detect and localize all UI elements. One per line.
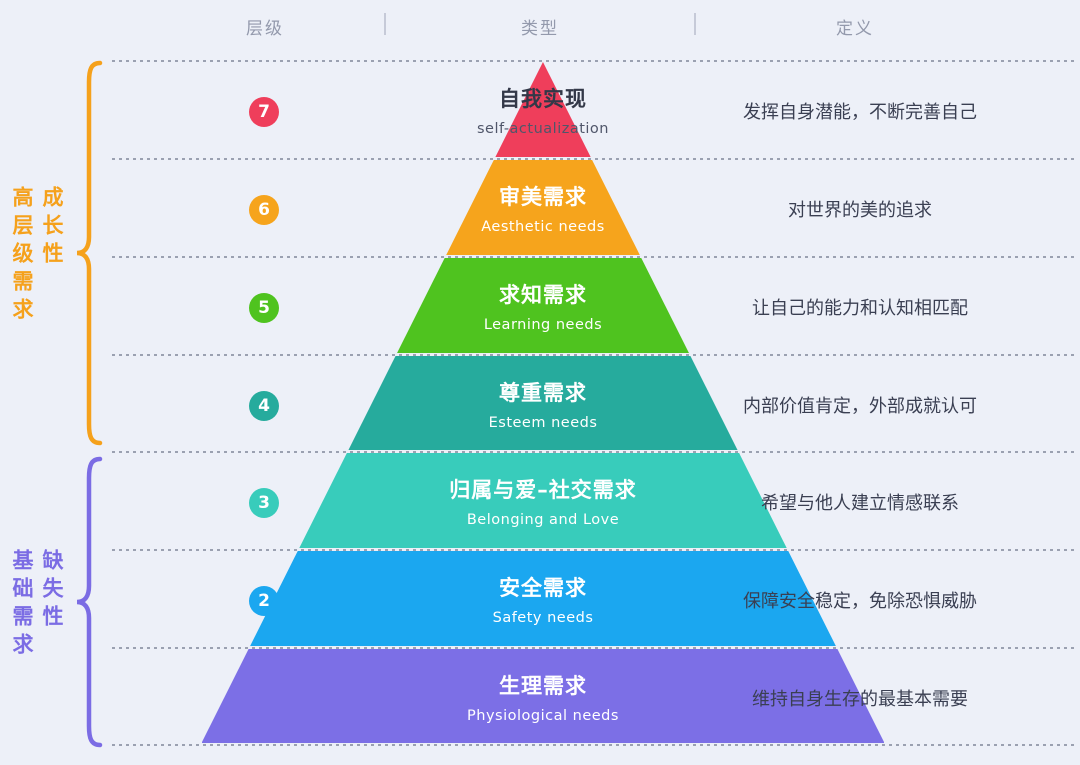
pyramid-level-2-shape [250, 551, 836, 646]
level-3-title: 归属与爱–社交需求 [449, 478, 637, 502]
level-6-title: 审美需求 [499, 185, 587, 209]
pyramid-level-1-shape [201, 649, 885, 743]
level-3-subtitle: Belonging and Love [466, 512, 620, 528]
level-5-title: 求知需求 [499, 283, 587, 307]
pyramid-level-5-shape [397, 258, 689, 353]
header-divider [694, 13, 696, 35]
dashed-divider [112, 451, 1076, 453]
level-2-title: 安全需求 [499, 576, 587, 600]
level-1-subtitle: Physiological needs [467, 708, 619, 724]
level-7-title: 自我实现 [499, 87, 587, 111]
dashed-divider [112, 744, 1076, 746]
level-7-subtitle: self-actualization [477, 121, 609, 137]
level-7-definition: 发挥自身潜能，不断完善自己 [743, 102, 977, 123]
level-6-badge: 6 [249, 195, 279, 225]
growth-label-secondary: 成长性 [40, 186, 64, 270]
level-3-badge: 3 [249, 488, 279, 518]
header-col-type: 类型 [521, 19, 559, 39]
pyramid-level-4-shape [348, 356, 738, 450]
pyramid-level-3-shape [299, 453, 787, 548]
level-5-subtitle: Learning needs [483, 317, 603, 333]
level-3-definition: 希望与他人建立情感联系 [761, 493, 959, 514]
level-4-badge: 4 [249, 391, 279, 421]
level-2-definition: 保障安全稳定，免除恐惧威胁 [743, 591, 977, 612]
dashed-divider [112, 647, 1076, 649]
level-6-definition: 对世界的美的追求 [788, 200, 932, 221]
header-divider [384, 13, 386, 35]
level-4-title: 尊重需求 [499, 381, 587, 405]
level-2-subtitle: Safety needs [492, 610, 594, 626]
level-6-subtitle: Aesthetic needs [481, 219, 605, 235]
level-5-badge: 5 [249, 293, 279, 323]
dashed-divider [112, 354, 1076, 356]
basic-brace-icon [76, 456, 103, 748]
header-col-level: 层级 [246, 19, 284, 39]
dashed-divider [112, 256, 1076, 258]
growth-label-primary: 高层级需求 [10, 186, 34, 326]
header-col-definition: 定义 [836, 19, 874, 39]
level-7-badge: 7 [249, 97, 279, 127]
level-4-definition: 内部价值肯定，外部成就认可 [743, 396, 977, 417]
level-1-definition: 维持自身生存的最基本需要 [752, 689, 968, 710]
basic-label-primary: 基础需求 [10, 549, 34, 661]
basic-label-secondary: 缺失性 [40, 549, 64, 633]
growth-brace-icon [76, 60, 103, 446]
dashed-divider [112, 60, 1076, 62]
level-4-subtitle: Esteem needs [488, 415, 598, 431]
level-5-definition: 让自己的能力和认知相匹配 [752, 298, 968, 319]
level-1-title: 生理需求 [499, 674, 587, 698]
dashed-divider [112, 549, 1076, 551]
dashed-divider [112, 158, 1076, 160]
